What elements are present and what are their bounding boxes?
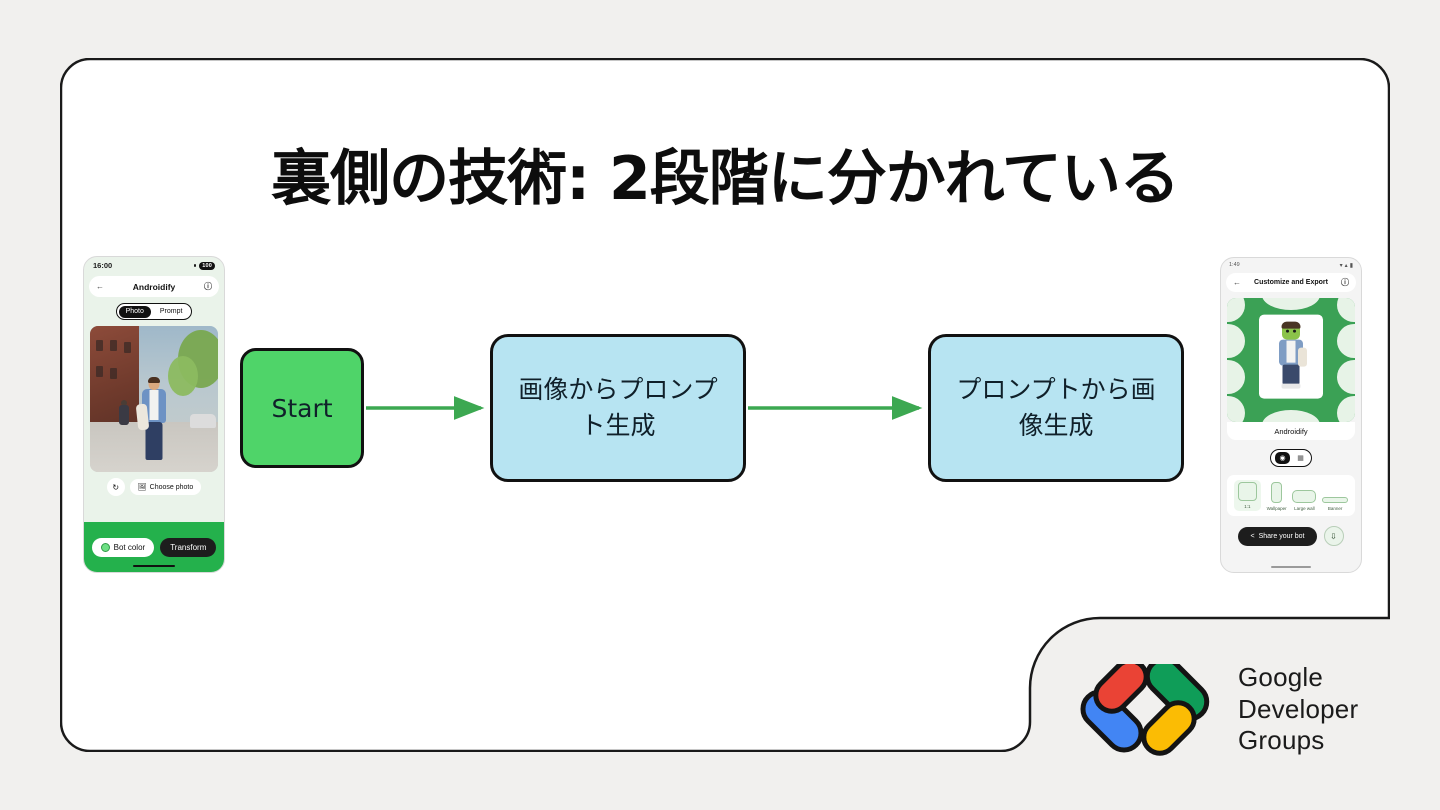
gdg-line-3: Groups bbox=[1238, 725, 1325, 756]
left-bottom-bar: Bot color Transform bbox=[84, 522, 224, 572]
choose-photo-label: Choose photo bbox=[149, 483, 194, 491]
left-segmented-control[interactable]: Photo Prompt bbox=[116, 303, 192, 320]
page-title: 裏側の技術: 2段階に分かれている bbox=[271, 144, 1180, 214]
format-options: 1:1 Wallpaper Large wall Banner bbox=[1227, 475, 1355, 516]
left-photo-preview[interactable] bbox=[90, 326, 218, 472]
battery-icon: ▮ bbox=[1349, 262, 1353, 269]
gdg-mark-icon bbox=[1080, 663, 1210, 756]
photo-car bbox=[190, 414, 216, 429]
wifi-icon: ▾ bbox=[1339, 262, 1343, 269]
choose-photo-button[interactable]: 🖼 Choose photo bbox=[129, 479, 202, 495]
right-app-bar: ← Customize and Export ⓘ bbox=[1226, 273, 1356, 292]
grid-icon[interactable]: ▦ bbox=[1297, 455, 1304, 462]
photo-tree bbox=[168, 356, 198, 396]
format-label: Banner bbox=[1327, 506, 1343, 511]
flow-node-start-label: Start bbox=[271, 393, 333, 423]
right-app-title: Customize and Export bbox=[1254, 279, 1328, 286]
refresh-icon[interactable]: ↻ bbox=[106, 478, 125, 496]
format-label: Large wall bbox=[1294, 506, 1315, 511]
format-option-banner[interactable]: Banner bbox=[1322, 497, 1349, 511]
gdg-green-bar bbox=[1144, 663, 1210, 721]
right-view-toggle-wrap: ◉ ▦ bbox=[1221, 449, 1361, 467]
signal-icon: ▴ bbox=[1344, 262, 1348, 269]
flow-node-start[interactable]: Start bbox=[240, 348, 364, 468]
bot-result-name: Androidify bbox=[1227, 422, 1355, 440]
phone-mockup-left: 16:00 100 ← Androidify ⓘ Photo Prompt bbox=[83, 256, 225, 573]
right-status-bar: 1:49 ▾ ▴ ▮ bbox=[1221, 258, 1361, 272]
gdg-wordmark: Google Developer Groups bbox=[1238, 662, 1358, 757]
info-icon[interactable]: ⓘ bbox=[204, 281, 212, 291]
battery-icon: 100 bbox=[199, 261, 215, 270]
format-shape-square-icon bbox=[1237, 482, 1257, 501]
download-icon[interactable]: ⇩ bbox=[1323, 526, 1344, 546]
left-photo-actions: ↻ 🖼 Choose photo bbox=[84, 478, 224, 496]
format-shape-banner-icon bbox=[1322, 497, 1349, 503]
left-status-right: 100 bbox=[193, 261, 215, 270]
gdg-red-bar bbox=[1093, 663, 1149, 714]
left-status-time: 16:00 bbox=[93, 261, 113, 270]
google-developer-groups-logo: Google Developer Groups bbox=[1070, 662, 1358, 757]
right-view-toggle[interactable]: ◉ ▦ bbox=[1270, 449, 1312, 467]
flow-node-image-to-prompt[interactable]: 画像からプロンプト生成 bbox=[490, 334, 746, 482]
bot-color-label: Bot color bbox=[113, 542, 146, 552]
info-icon[interactable]: ⓘ bbox=[1341, 277, 1349, 287]
photo-background-person bbox=[118, 400, 130, 434]
format-shape-landscape-icon bbox=[1292, 490, 1317, 503]
left-app-title: Androidify bbox=[132, 281, 176, 292]
format-option-large-wall[interactable]: Large wall bbox=[1292, 490, 1317, 511]
home-indicator bbox=[133, 564, 175, 567]
back-icon[interactable]: ← bbox=[1233, 277, 1241, 287]
right-bottom-actions: < Share your bot ⇩ bbox=[1221, 526, 1361, 546]
flow-node-prompt-to-image[interactable]: プロンプトから画像生成 bbox=[928, 334, 1184, 482]
sticker-icon[interactable]: ◉ bbox=[1275, 452, 1290, 464]
status-dot-icon bbox=[193, 264, 197, 267]
share-icon: < bbox=[1250, 532, 1255, 540]
right-status-icons: ▾ ▴ ▮ bbox=[1340, 262, 1353, 269]
back-icon[interactable]: ← bbox=[96, 281, 104, 291]
segment-photo[interactable]: Photo bbox=[118, 305, 151, 318]
left-segmented-control-wrap: Photo Prompt bbox=[84, 303, 224, 320]
format-option-1-1[interactable]: 1:1 bbox=[1233, 480, 1261, 511]
transform-button[interactable]: Transform bbox=[160, 537, 217, 557]
bot-color-button[interactable]: Bot color bbox=[91, 537, 155, 557]
photo-person bbox=[135, 377, 172, 466]
gdg-line-1: Google bbox=[1238, 662, 1324, 692]
right-hero-preview[interactable] bbox=[1227, 298, 1355, 422]
left-app-bar: ← Androidify ⓘ bbox=[89, 276, 219, 297]
format-label: 1:1 bbox=[1244, 504, 1251, 509]
left-status-bar: 16:00 100 bbox=[84, 257, 224, 274]
format-option-wallpaper[interactable]: Wallpaper bbox=[1267, 482, 1287, 511]
phone-mockup-right: 1:49 ▾ ▴ ▮ ← Customize and Export ⓘ bbox=[1220, 257, 1362, 573]
home-indicator bbox=[1271, 565, 1311, 568]
segment-prompt[interactable]: Prompt bbox=[159, 308, 183, 315]
share-bot-label: Share your bot bbox=[1258, 532, 1305, 540]
image-icon: 🖼 bbox=[137, 484, 147, 491]
right-status-time: 1:49 bbox=[1229, 262, 1240, 268]
bot-color-swatch-icon bbox=[100, 542, 110, 552]
bot-result-card bbox=[1259, 314, 1323, 399]
share-bot-button[interactable]: < Share your bot bbox=[1238, 526, 1317, 546]
format-shape-portrait-icon bbox=[1271, 482, 1283, 503]
photo-building bbox=[90, 326, 139, 435]
android-bot-avatar bbox=[1274, 321, 1308, 390]
flow-node-image-to-prompt-label: 画像からプロンプト生成 bbox=[518, 374, 718, 440]
flow-node-prompt-to-image-label: プロンプトから画像生成 bbox=[956, 374, 1156, 440]
gdg-line-2: Developer bbox=[1238, 693, 1359, 724]
format-label: Wallpaper bbox=[1266, 506, 1287, 511]
gdg-yellow-bar bbox=[1141, 699, 1197, 756]
